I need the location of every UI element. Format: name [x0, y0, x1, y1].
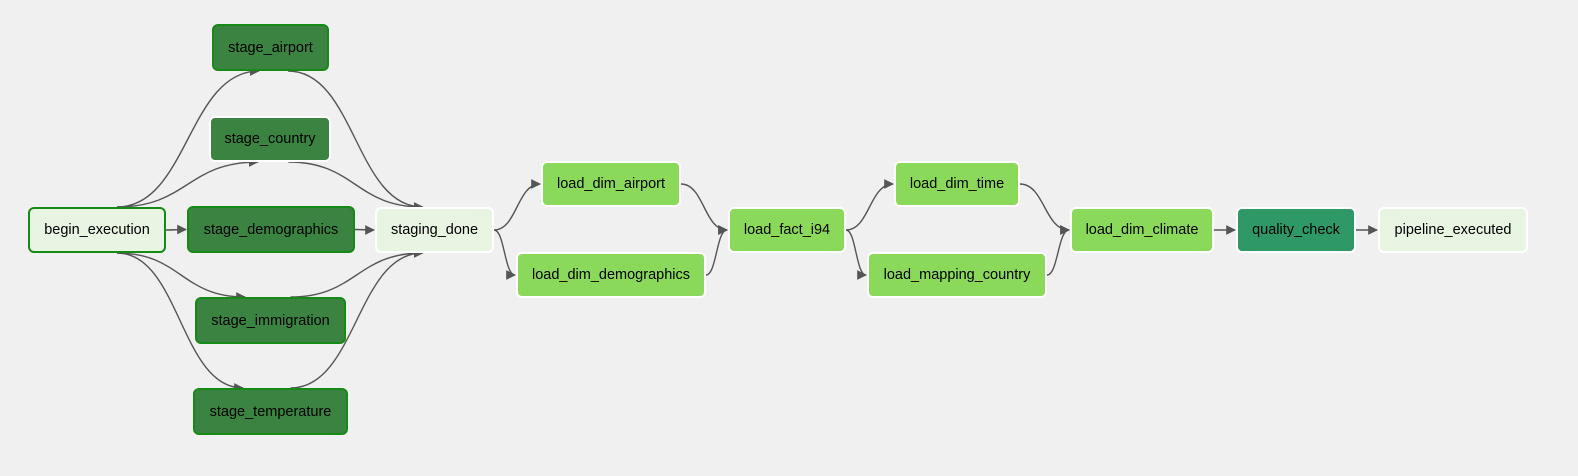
edge-load-dim-time-to-load-dim-climate [1019, 183, 1070, 235]
edge-staging-done-to-load-dim-demographics [493, 229, 516, 280]
task-load-mapping-country[interactable]: load_mapping_country [867, 252, 1047, 298]
edge-stage-temperature-to-staging-done [290, 248, 424, 389]
task-label: pipeline_executed [1394, 222, 1512, 238]
task-label: stage_airport [228, 39, 313, 56]
edge-begin-execution-to-stage-immigration [116, 252, 246, 302]
task-stage-temperature[interactable]: stage_temperature [193, 388, 348, 435]
edge-begin-execution-to-stage-country [116, 157, 259, 208]
task-label: stage_temperature [209, 403, 332, 420]
task-label: stage_immigration [211, 312, 330, 329]
task-label: load_dim_climate [1085, 222, 1199, 238]
task-load-dim-airport[interactable]: load_dim_airport [541, 161, 681, 207]
edge-load-mapping-country-to-load-dim-climate [1046, 225, 1070, 276]
task-load-fact-i94[interactable]: load_fact_i94 [728, 207, 846, 253]
task-label: stage_demographics [203, 221, 339, 238]
edge-stage-demographics-to-staging-done [354, 225, 375, 235]
task-stage-country[interactable]: stage_country [209, 116, 331, 162]
task-stage-demographics[interactable]: stage_demographics [187, 206, 355, 253]
task-pipeline-executed[interactable]: pipeline_executed [1378, 207, 1528, 253]
task-label: begin_execution [44, 222, 150, 238]
edge-begin-execution-to-stage-temperature [116, 252, 244, 393]
edge-load-dim-airport-to-load-fact-i94 [680, 183, 728, 235]
task-load-dim-time[interactable]: load_dim_time [894, 161, 1020, 207]
edge-stage-country-to-staging-done [288, 161, 424, 212]
task-load-dim-climate[interactable]: load_dim_climate [1070, 207, 1214, 253]
edge-begin-execution-to-stage-demographics [165, 224, 187, 235]
task-label: stage_country [224, 131, 316, 147]
task-label: quality_check [1252, 222, 1340, 238]
edge-load-fact-i94-to-load-mapping-country [845, 229, 867, 280]
task-load-dim-demographics[interactable]: load_dim_demographics [516, 252, 706, 298]
task-label: load_fact_i94 [743, 222, 831, 238]
task-begin-execution[interactable]: begin_execution [28, 207, 166, 253]
edge-stage-airport-to-staging-done [288, 70, 424, 212]
task-label: load_dim_time [909, 176, 1005, 192]
task-label: load_dim_demographics [532, 267, 690, 283]
edge-stage-immigration-to-staging-done [290, 248, 424, 298]
edge-load-fact-i94-to-load-dim-time [845, 179, 894, 231]
edge-staging-done-to-load-dim-airport [493, 179, 541, 231]
task-staging-done[interactable]: staging_done [375, 207, 494, 253]
task-stage-airport[interactable]: stage_airport [212, 24, 329, 71]
task-quality-check[interactable]: quality_check [1236, 207, 1356, 253]
edge-load-dim-demographics-to-load-fact-i94 [705, 225, 728, 276]
task-label: load_mapping_country [883, 267, 1031, 283]
edge-begin-execution-to-stage-airport [116, 66, 260, 208]
task-label: load_dim_airport [556, 176, 665, 192]
task-label: staging_done [390, 222, 479, 238]
task-stage-immigration[interactable]: stage_immigration [195, 297, 346, 344]
